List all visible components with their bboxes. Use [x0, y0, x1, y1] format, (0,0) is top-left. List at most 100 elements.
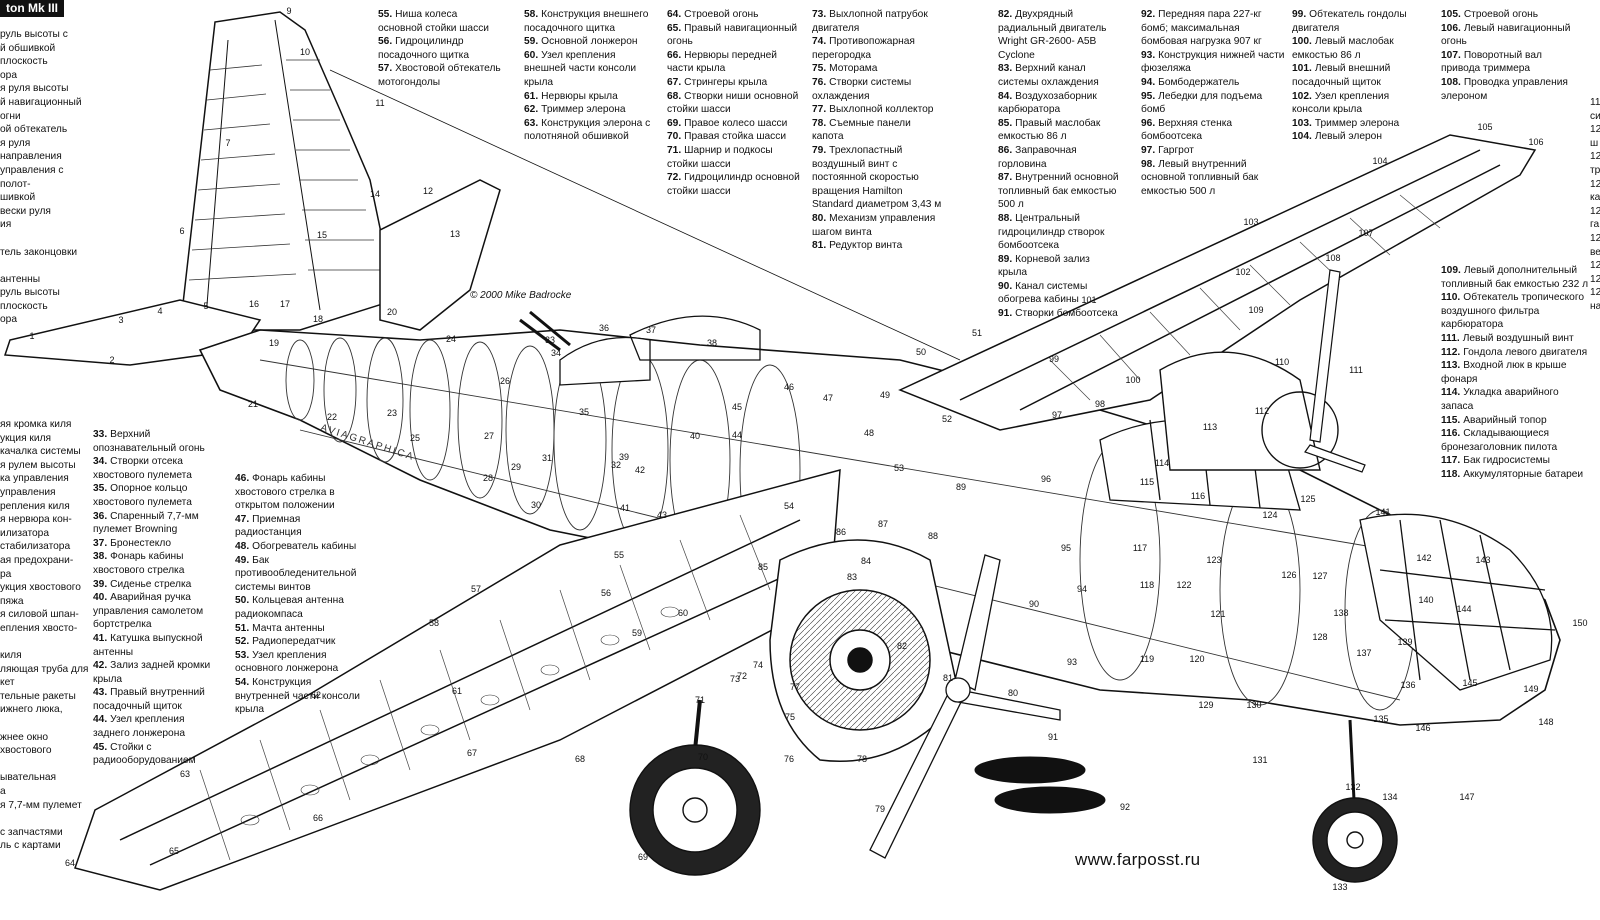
legend-item: 74.Противопожарная перегородка [812, 35, 944, 62]
legend-item-text: Гидроцилиндр основной стойки шасси [667, 172, 800, 197]
callout-number: 142 [1416, 553, 1431, 563]
legend-item-number: 64. [667, 9, 682, 20]
legend-item-text: Верхний канал системы охлаждения [998, 63, 1099, 88]
callout-number: 86 [836, 527, 846, 537]
legend-item-number: 76. [812, 76, 827, 88]
callout-number: 148 [1538, 717, 1553, 727]
main-landing-gear [629, 699, 761, 876]
callout-number: 89 [956, 482, 966, 492]
legend-item-text: Противопожарная перегородка [812, 36, 915, 61]
callout-number: 146 [1415, 723, 1430, 733]
legend-item-number: 45. [93, 741, 108, 753]
callout-number: 97 [1052, 410, 1062, 420]
legend-item-number: 54. [235, 676, 250, 688]
callout-number: 16 [249, 299, 259, 309]
legend-item-text: Механизм управления шагом винта [812, 212, 936, 238]
wing-lightening-holes [240, 606, 680, 826]
callout-number: 55 [614, 550, 624, 560]
cropped-legend-line: ой обтекатель [0, 124, 68, 136]
legend-item-text: Выхлопной коллектор [829, 104, 934, 116]
legend-item: 91.Створки бомбоотсека [998, 307, 1120, 321]
callout-number: 94 [1077, 584, 1087, 594]
callout-number: 62 [311, 690, 321, 700]
legend-item: 44.Узел крепления заднего лонжерона [93, 713, 223, 740]
cropped-legend-line: укция хвостового [0, 582, 81, 594]
cropped-legend-line [0, 636, 90, 650]
callout-number: 36 [599, 323, 609, 333]
legend-item-number: 46. [235, 473, 250, 484]
legend-item-number: 102. [1292, 90, 1312, 102]
cropped-legend-line: с запчастями [0, 826, 63, 838]
cropped-legend-line: плоскость [0, 56, 48, 68]
leader-lines [329, 69, 961, 361]
callout-number: 6 [179, 226, 184, 236]
legend-item: 97.Гаргрот [1141, 144, 1286, 158]
legend-item-text: Бак гидросистемы [1463, 455, 1551, 467]
legend-item-number: 118. [1441, 468, 1461, 480]
callout-number: 49 [880, 390, 890, 400]
cropped-legend-line: я руля высоты [0, 83, 69, 95]
legend-item-text: Правая стойка шасси [684, 131, 787, 143]
callout-number: 75 [785, 712, 795, 722]
callout-number: 78 [857, 754, 867, 764]
legend-item-number: 50. [235, 595, 250, 607]
legend-item-number: 35. [93, 483, 108, 495]
left-wing-ribs [1049, 194, 1441, 401]
legend-item-text: Конструкция внешнего посадочного щитка [524, 9, 649, 34]
legend-item-text: Левый маслобак емкостью 86 л [1292, 36, 1394, 61]
legend-item-text: Левый воздушный винт [1462, 332, 1574, 344]
cropped-legend-line: 12 [1590, 273, 1600, 285]
callout-number: 39 [619, 452, 629, 462]
callout-number: 46 [784, 382, 794, 392]
legend-item-text: Выхлопной патрубок двигателя [812, 9, 928, 34]
cropped-legend-line: 12 [1590, 205, 1600, 217]
legend-item-number: 97. [1141, 144, 1156, 156]
legend-item-text: Бомбодержатель [1158, 76, 1240, 88]
legend-item-text: Редуктор винта [829, 240, 903, 252]
callout-number: 91 [1048, 732, 1058, 742]
legend-item-number: 79. [812, 144, 827, 156]
cropped-legend-line: 12 [1590, 260, 1600, 272]
legend-item: 102.Узел крепления консоли крыла [1292, 90, 1427, 117]
legend-item-number: 51. [235, 622, 250, 634]
legend-item-number: 115. [1441, 414, 1461, 426]
callout-number: 43 [657, 510, 667, 520]
legend-item-text: Спаренный 7,7-мм пулемет Browning [93, 510, 199, 536]
callout-number: 29 [511, 462, 521, 472]
callout-number: 28 [483, 473, 493, 483]
legend-item: 42.Зализ задней кромки крыла [93, 659, 223, 686]
legend-item: 76.Створки системы охлаждения [812, 76, 944, 103]
callout-number: 121 [1210, 609, 1225, 619]
callout-number: 144 [1456, 604, 1471, 614]
title-tab: ton Mk III [0, 0, 64, 17]
legend-item-number: 68. [667, 90, 682, 102]
callout-number: 80 [1008, 688, 1018, 698]
legend-item-text: Входной люк в крыше фонаря [1441, 360, 1567, 385]
legend-item: 52.Радиопередатчик [235, 635, 365, 649]
callout-number: 149 [1523, 684, 1538, 694]
legend-item: 47.Приемная радиостанция [235, 513, 365, 540]
legend-col-46-54: 46.Фонарь кабины хвостового стрелка в от… [235, 472, 365, 717]
callout-number: 92 [1120, 802, 1130, 812]
callout-number: 58 [429, 618, 439, 628]
callout-number: 131 [1252, 755, 1267, 765]
legend-item-text: Радиопередатчик [252, 636, 336, 648]
callout-number: 132 [1345, 782, 1360, 792]
callout-number: 47 [823, 393, 833, 403]
right-propeller [869, 554, 1061, 859]
legend-item: 93.Конструкция нижней части фюзеляжа [1141, 49, 1286, 76]
legend-item: 61.Нервюры крыла [524, 90, 656, 104]
cropped-legend-line: я рулем высоты [0, 459, 76, 471]
callout-number: 31 [542, 453, 552, 463]
cropped-legend-line: тельные ракеты [0, 690, 76, 702]
legend-item: 46.Фонарь кабины хвостового стрелка в от… [235, 472, 365, 513]
callout-number: 42 [635, 465, 645, 475]
callout-number: 69 [638, 852, 648, 862]
legend-item-number: 101. [1292, 63, 1312, 75]
cropped-legend-line: 12 [1590, 232, 1600, 244]
